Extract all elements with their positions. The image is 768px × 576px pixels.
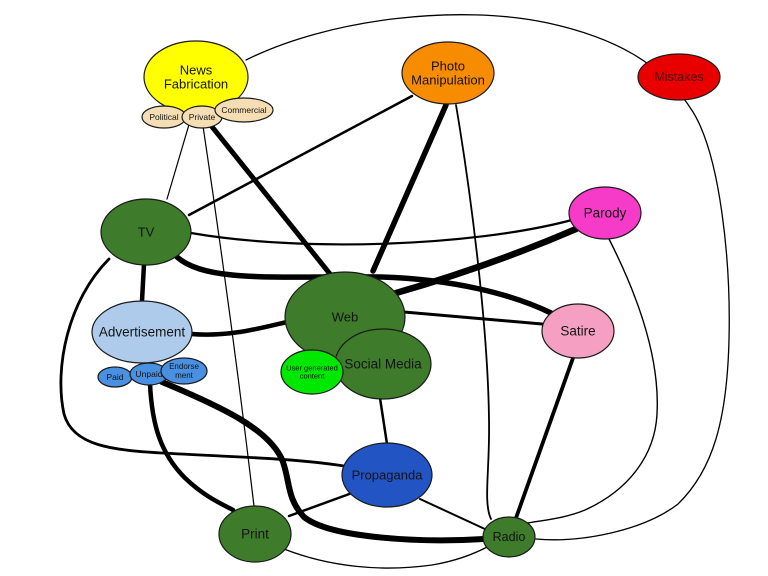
edge-tv--advertisement	[139, 261, 147, 304]
node-ellipse-photo-manipulation	[401, 41, 495, 105]
node-label-radio: Radio	[493, 530, 526, 544]
edge-tv--satire	[174, 254, 554, 316]
edge-news-fabrication--web	[206, 120, 333, 277]
edge-advertisement--radio	[159, 379, 487, 544]
node-mistakes: Mistakes	[637, 53, 721, 101]
node-ellipse-propaganda	[341, 442, 433, 508]
node-label-mistakes: Mistakes	[654, 70, 703, 84]
node-paid: Paid	[97, 366, 133, 388]
node-ellipse-advertisement	[91, 300, 193, 364]
edge-print--radio	[283, 545, 490, 569]
edge-web--satire	[402, 310, 544, 326]
node-label-social-media: Social Media	[344, 357, 422, 372]
edge-photo-manipulation--radio	[455, 104, 492, 520]
node-ellipse-radio	[482, 516, 536, 558]
node-ellipse-user-generated-content	[280, 349, 344, 395]
node-label-unpaid: Unpaid	[136, 369, 163, 379]
node-propaganda: Propaganda	[341, 442, 433, 508]
edge-tv--parody	[189, 218, 574, 246]
edge-tv--propaganda	[59, 257, 346, 468]
edge-parody--radio	[527, 238, 658, 524]
node-label-propaganda: Propaganda	[352, 468, 424, 483]
node-label-tv: TV	[138, 225, 155, 240]
node-commercial: Commercial	[214, 97, 274, 123]
node-ellipse-print	[218, 505, 292, 563]
node-advertisement: Advertisement	[91, 300, 193, 364]
edge-web--parody	[392, 225, 580, 297]
node-parody: Parody	[568, 186, 642, 240]
node-political: Political	[141, 105, 187, 129]
node-label-parody: Parody	[584, 206, 627, 221]
node-social-media: Social Media	[334, 328, 432, 400]
edge-satire--radio	[514, 356, 575, 520]
node-ellipse-commercial	[214, 97, 274, 123]
node-ellipse-tv	[100, 198, 192, 266]
node-satire: Satire	[541, 303, 615, 359]
node-label-private: Private	[189, 112, 216, 122]
node-unpaid: Unpaid	[129, 362, 169, 386]
node-print: Print	[218, 505, 292, 563]
edge-social-media--propaganda	[378, 396, 389, 446]
node-label-paid: Paid	[106, 372, 123, 382]
node-label-political: Political	[149, 112, 178, 122]
node-label-web: Web	[332, 310, 359, 325]
edge-advertisement--web	[188, 319, 290, 337]
edge-propaganda--radio	[419, 498, 488, 531]
node-label-print: Print	[241, 527, 269, 542]
edge-advertisement--print	[147, 381, 236, 513]
edge-news-fabrication--radio	[245, 14, 730, 541]
node-ellipse-endorsement	[160, 357, 208, 385]
node-ellipse-parody	[568, 186, 642, 240]
node-ellipse-mistakes	[637, 53, 721, 101]
node-tv: TV	[100, 198, 192, 266]
edge-photo-manipulation--tv	[187, 94, 414, 217]
node-label-advertisement: Advertisement	[99, 325, 186, 340]
edge-photo-manipulation--web	[370, 102, 449, 274]
node-label-commercial: Commercial	[221, 105, 266, 115]
node-ellipse-satire	[541, 303, 615, 359]
node-label-satire: Satire	[560, 324, 595, 339]
node-radio: Radio	[482, 516, 536, 558]
